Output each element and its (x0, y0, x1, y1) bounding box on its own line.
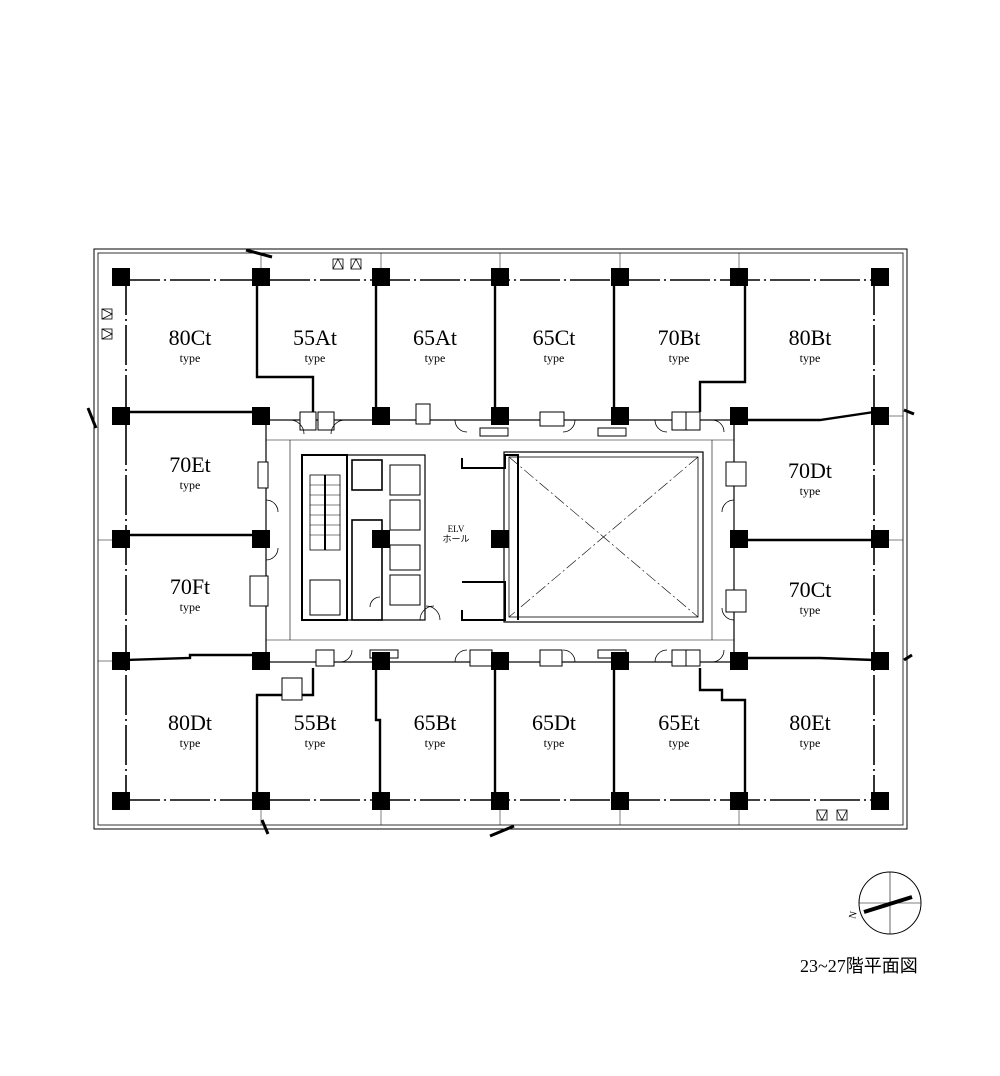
elv-label: ELV (448, 524, 465, 534)
svg-text:55Bt: 55Bt (294, 710, 337, 735)
columns (112, 268, 889, 810)
svg-text:70Et: 70Et (169, 452, 211, 477)
unit-label-80dt[interactable]: 80Dt type (168, 710, 212, 750)
svg-text:65Bt: 65Bt (414, 710, 457, 735)
svg-text:type: type (669, 736, 690, 750)
unit-entrances (249, 403, 747, 701)
svg-text:type: type (800, 736, 821, 750)
unit-label-55bt[interactable]: 55Bt type (294, 710, 337, 750)
balcony-outline (93, 248, 908, 830)
unit-label-80ct[interactable]: 80Ct type (169, 325, 212, 365)
svg-text:type: type (544, 351, 565, 365)
svg-text:type: type (800, 351, 821, 365)
unit-label-65ct[interactable]: 65Ct type (533, 325, 576, 365)
unit-label-70ft[interactable]: 70Ft type (170, 574, 210, 614)
svg-text:type: type (305, 736, 326, 750)
svg-text:type: type (425, 736, 446, 750)
unit-label-70bt[interactable]: 70Bt type (658, 325, 701, 365)
unit-label-70et[interactable]: 70Et type (169, 452, 211, 492)
unit-label-80bt[interactable]: 80Bt type (789, 325, 832, 365)
unit-labels: 80Ct type 55At type 65At type 65Ct type … (168, 325, 832, 750)
unit-walls (125, 280, 875, 800)
svg-text:80Ct: 80Ct (169, 325, 212, 350)
svg-text:type: type (800, 484, 821, 498)
svg-text:type: type (180, 478, 201, 492)
svg-text:70Dt: 70Dt (788, 458, 832, 483)
svg-text:65Et: 65Et (658, 710, 700, 735)
north-arrow-icon: N (847, 871, 922, 935)
svg-text:type: type (800, 603, 821, 617)
svg-text:80Dt: 80Dt (168, 710, 212, 735)
unit-label-65et[interactable]: 65Et type (658, 710, 700, 750)
unit-label-65at[interactable]: 65At type (413, 325, 457, 365)
floor-caption: 23~27階平面図 (800, 956, 918, 976)
door-swings (265, 419, 735, 663)
unit-label-80et[interactable]: 80Et type (789, 710, 831, 750)
svg-text:type: type (180, 600, 201, 614)
svg-text:70Ct: 70Ct (789, 577, 832, 602)
unit-label-70ct[interactable]: 70Ct type (789, 577, 832, 617)
vent-symbols (101, 258, 848, 821)
svg-text:55At: 55At (293, 325, 337, 350)
unit-label-70dt[interactable]: 70Dt type (788, 458, 832, 498)
unit-label-55at[interactable]: 55At type (293, 325, 337, 365)
svg-text:65At: 65At (413, 325, 457, 350)
svg-text:type: type (180, 736, 201, 750)
svg-text:type: type (425, 351, 446, 365)
svg-text:type: type (305, 351, 326, 365)
north-letter: N (847, 910, 859, 920)
svg-text:type: type (180, 351, 201, 365)
balcony-partitions (86, 248, 915, 838)
hall-label: ホール (442, 534, 469, 544)
svg-text:80Bt: 80Bt (789, 325, 832, 350)
svg-text:65Dt: 65Dt (532, 710, 576, 735)
svg-text:type: type (669, 351, 690, 365)
svg-text:80Et: 80Et (789, 710, 831, 735)
svg-text:70Ft: 70Ft (170, 574, 210, 599)
svg-text:70Bt: 70Bt (658, 325, 701, 350)
unit-label-65bt[interactable]: 65Bt type (414, 710, 457, 750)
unit-label-65dt[interactable]: 65Dt type (532, 710, 576, 750)
svg-text:type: type (544, 736, 565, 750)
svg-text:65Ct: 65Ct (533, 325, 576, 350)
